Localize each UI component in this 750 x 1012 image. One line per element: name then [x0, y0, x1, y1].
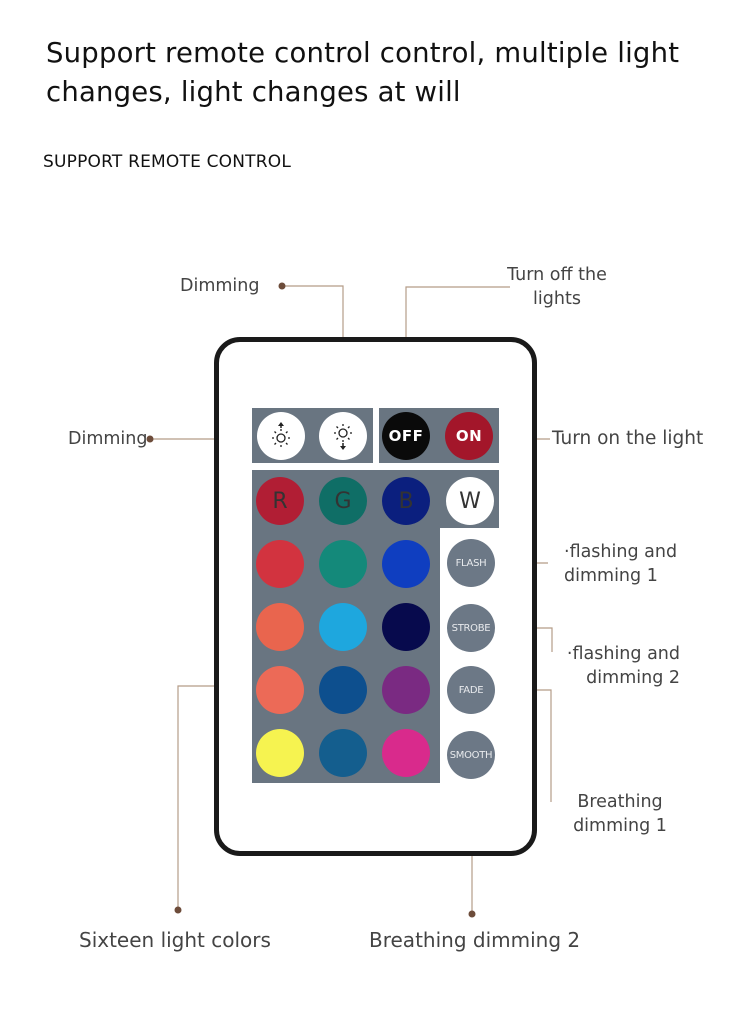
flash-label: ·flashing and dimming 1 — [564, 542, 678, 586]
strobe-button[interactable]: STROBE — [447, 604, 495, 652]
color-button[interactable] — [382, 540, 430, 588]
brightness-up-icon — [272, 422, 290, 447]
headline: Support remote control control, multiple… — [46, 37, 680, 108]
callout-dot — [468, 910, 476, 918]
dimming-left-label: Dimming — [68, 429, 148, 449]
turn-on-label: Turn on the light — [552, 428, 704, 449]
red-button[interactable]: R — [256, 477, 304, 525]
color-button[interactable] — [319, 603, 367, 651]
sixteen-colors-label: Sixteen light colors — [79, 928, 271, 952]
color-button[interactable] — [256, 603, 304, 651]
color-button[interactable] — [382, 729, 430, 777]
dimming-top-label: Dimming — [180, 276, 260, 296]
strobe-label: ·flashing and dimming 2 — [566, 644, 680, 688]
brightness-down-button[interactable] — [319, 412, 367, 460]
color-button[interactable] — [382, 603, 430, 651]
smooth-button[interactable]: SMOOTH — [447, 731, 495, 779]
brightness-up-button[interactable] — [257, 412, 305, 460]
color-button[interactable] — [319, 540, 367, 588]
callout-dot — [146, 435, 154, 443]
white-button[interactable]: W — [446, 477, 494, 525]
green-button[interactable]: G — [319, 477, 367, 525]
brightness-down-icon — [334, 424, 352, 450]
fade-button[interactable]: FADE — [447, 666, 495, 714]
color-button[interactable] — [319, 666, 367, 714]
breathing-2-label: Breathing dimming 2 — [369, 928, 581, 952]
callout-dot — [174, 906, 182, 914]
off-button[interactable]: OFF — [382, 412, 430, 460]
callout-dot — [278, 282, 286, 290]
color-button[interactable] — [319, 729, 367, 777]
turn-off-label: Turn off the lights — [507, 265, 607, 309]
color-button[interactable] — [256, 540, 304, 588]
breathing-1-label: Breathing dimming 1 — [573, 792, 667, 836]
color-button[interactable] — [382, 666, 430, 714]
color-button[interactable] — [256, 666, 304, 714]
flash-button[interactable]: FLASH — [447, 539, 495, 587]
subheading: SUPPORT REMOTE CONTROL — [43, 152, 292, 172]
on-button[interactable]: ON — [445, 412, 493, 460]
color-button[interactable] — [256, 729, 304, 777]
blue-button[interactable]: B — [382, 477, 430, 525]
